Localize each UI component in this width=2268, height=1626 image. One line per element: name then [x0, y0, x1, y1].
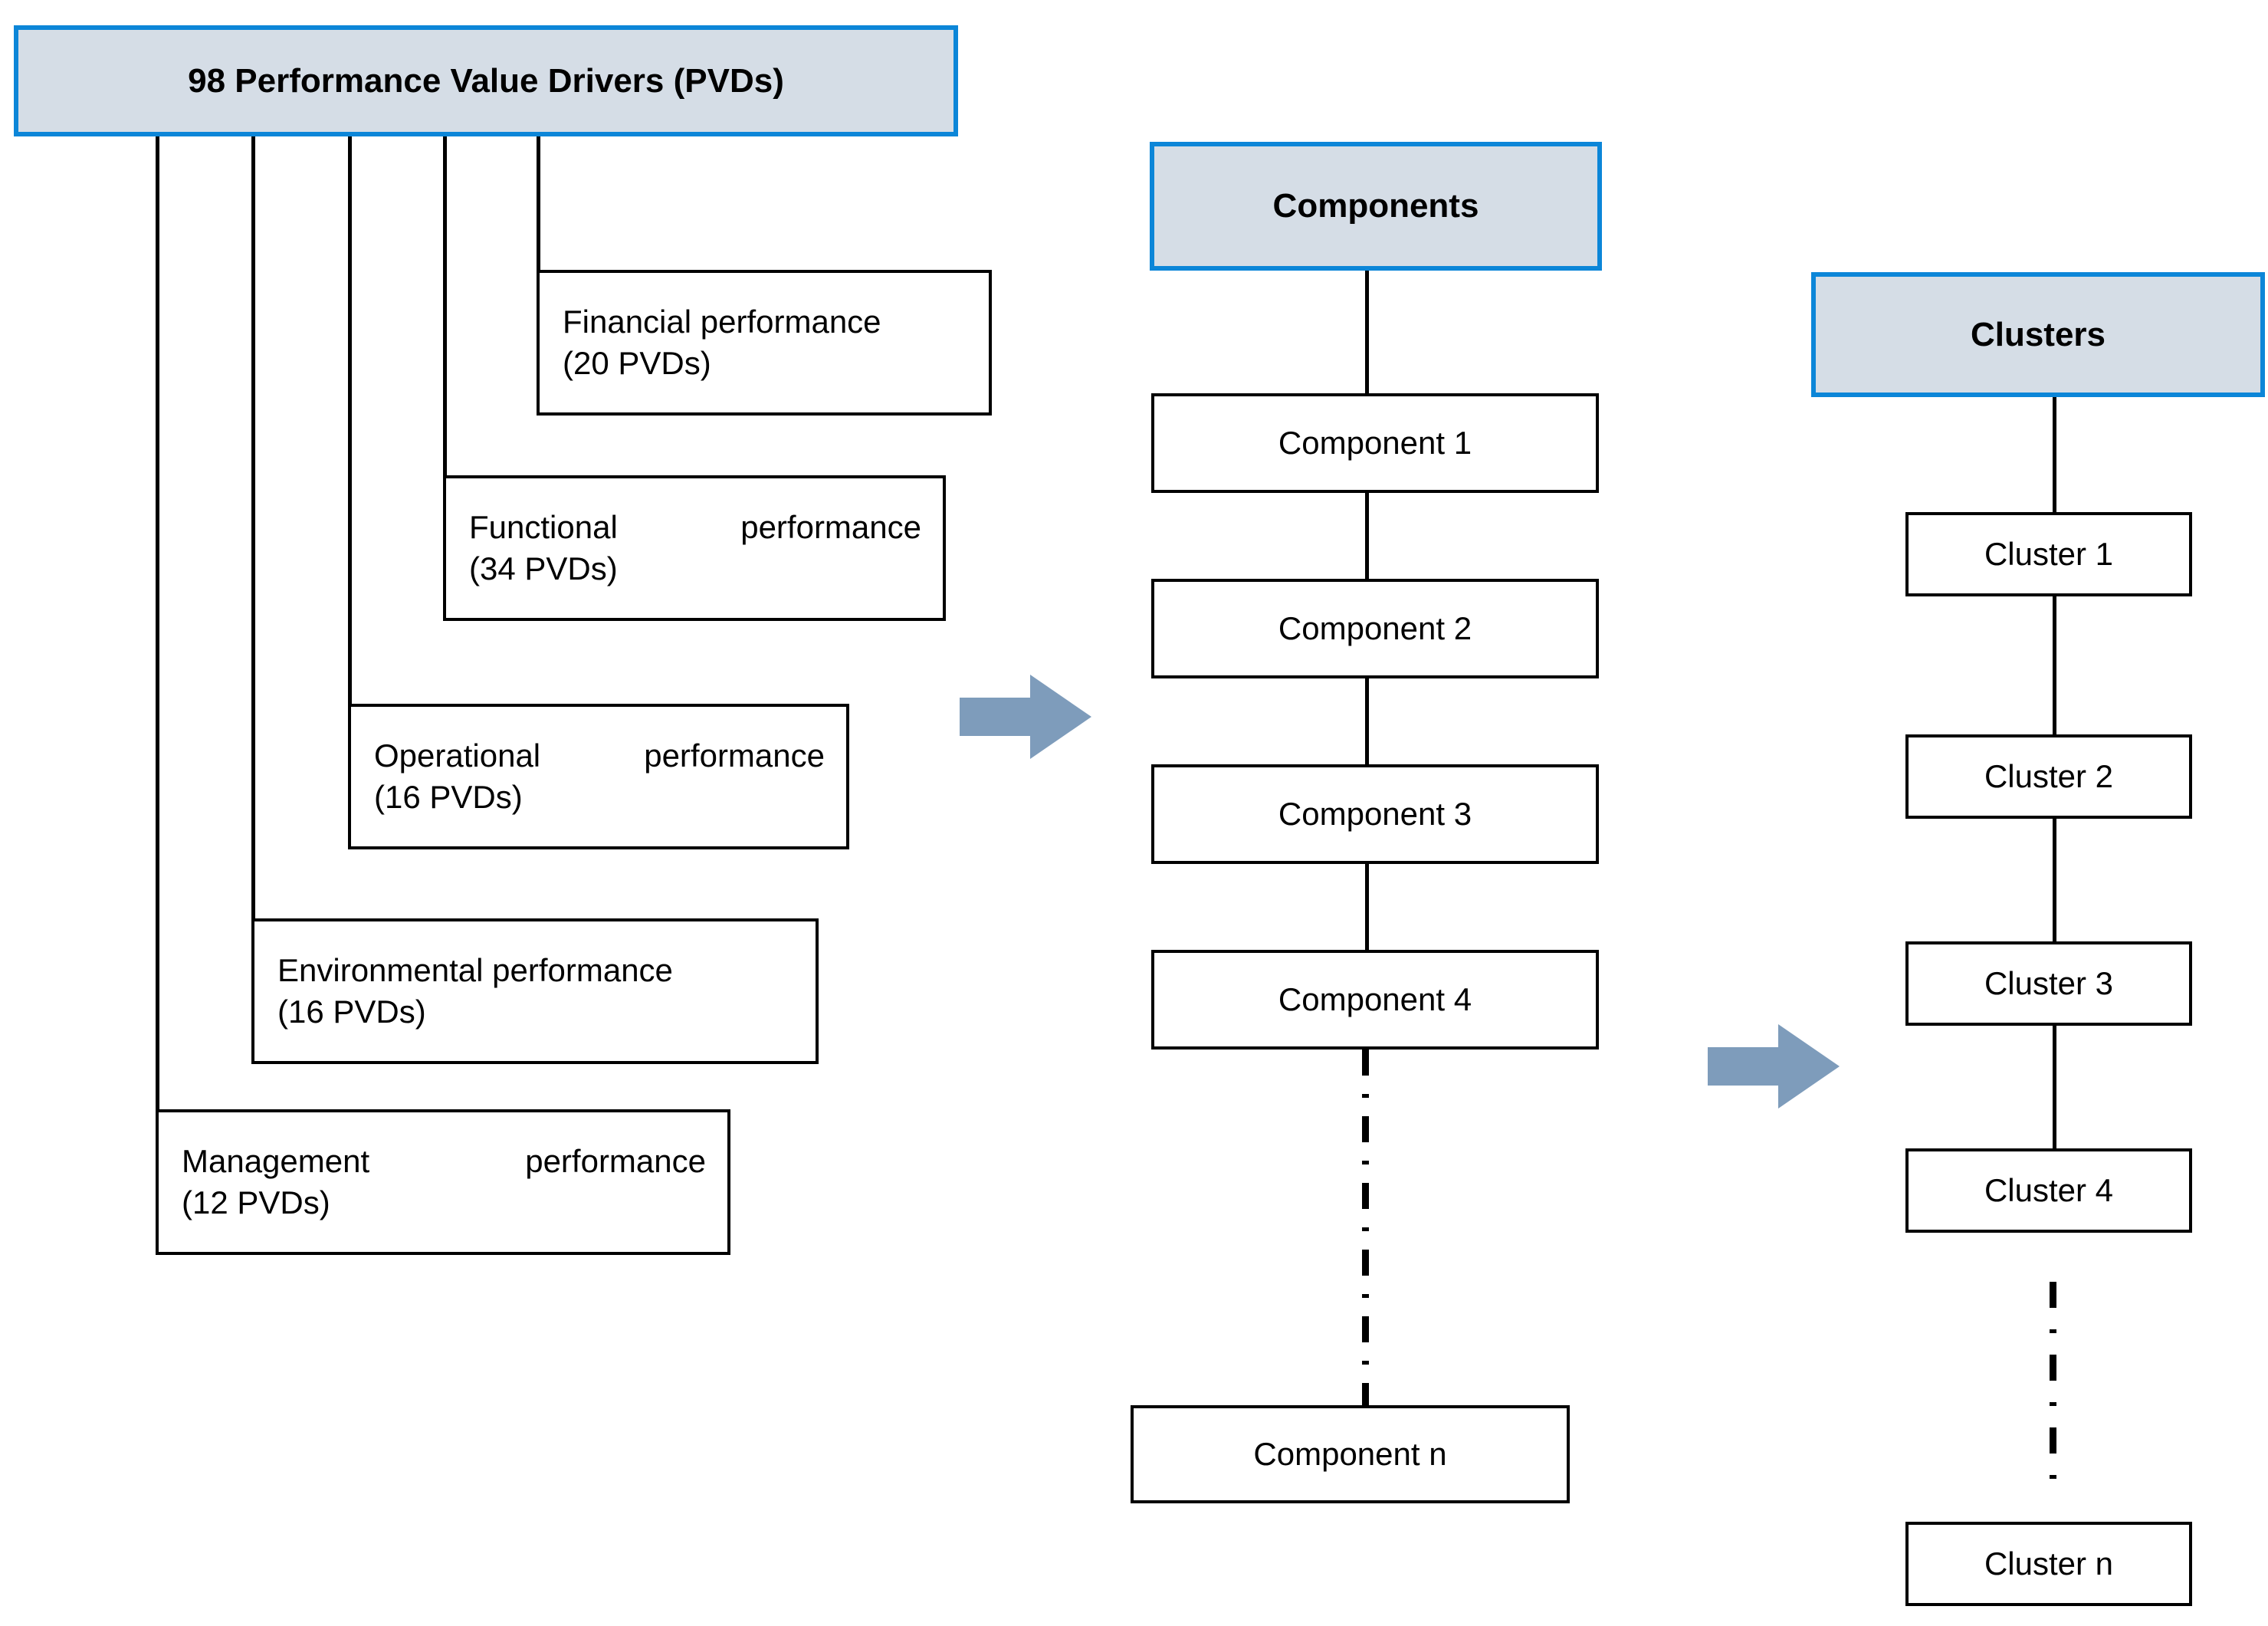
clusters-header-box: Clusters — [1811, 272, 2265, 397]
cluster-label: Cluster 3 — [1984, 965, 2114, 1001]
pvd-category-count: (12 PVDs) — [182, 1184, 330, 1220]
component-label: Component 4 — [1278, 981, 1472, 1017]
cluster-box-4: Cluster 4 — [1905, 1148, 2192, 1233]
pvd-category-count: (20 PVDs) — [563, 345, 711, 381]
cluster-label: Cluster 2 — [1984, 758, 2114, 794]
cluster-box-3: Cluster 3 — [1905, 941, 2192, 1026]
components-header-label: Components — [1272, 187, 1479, 225]
connector-cluster-4-to-n-dashdot — [2050, 1282, 2056, 1499]
arrow-components-to-clusters-icon — [1708, 1024, 1840, 1109]
component-box-3: Component 3 — [1151, 764, 1599, 864]
connector-cluster-1-to-2 — [2053, 594, 2056, 738]
clusters-header-label: Clusters — [1970, 315, 2106, 353]
pvd-category-functional: Functional performance (34 PVDs) — [443, 475, 946, 621]
pvd-category-operational: Operational performance (16 PVDs) — [348, 704, 849, 849]
pvd-category-management: Management performance (12 PVDs) — [156, 1109, 730, 1255]
component-label: Component 3 — [1278, 796, 1472, 832]
pvd-category-label-tail: performance — [644, 737, 825, 774]
cluster-box-1: Cluster 1 — [1905, 512, 2192, 596]
connector-cluster-3-to-4 — [2053, 1023, 2056, 1150]
pvd-category-label: Financial performance — [563, 304, 881, 340]
connector-pvd-operational — [348, 136, 352, 705]
pvd-category-environmental: Environmental performance (16 PVDs) — [251, 918, 819, 1064]
connector-pvd-financial — [537, 136, 540, 271]
connector-component-4-to-n-dashdot — [1362, 1050, 1369, 1405]
component-box-4: Component 4 — [1151, 950, 1599, 1050]
pvd-category-label-tail: performance — [525, 1143, 706, 1180]
pvd-category-count: (34 PVDs) — [469, 550, 618, 586]
pvd-category-financial: Financial performance (20 PVDs) — [537, 270, 992, 416]
connector-component-2-to-3 — [1365, 676, 1369, 767]
connector-component-3-to-4 — [1365, 862, 1369, 953]
cluster-label: Cluster 4 — [1984, 1172, 2114, 1208]
component-label: Component n — [1253, 1436, 1447, 1472]
cluster-box-n: Cluster n — [1905, 1522, 2192, 1606]
pvd-header-label: 98 Performance Value Drivers (PVDs) — [188, 61, 784, 100]
connector-components-header-to-1 — [1365, 271, 1369, 395]
component-box-n: Component n — [1131, 1405, 1570, 1503]
connector-pvd-environmental — [251, 136, 255, 920]
pvd-category-label: Operational — [374, 737, 541, 774]
cluster-label: Cluster n — [1984, 1546, 2114, 1582]
component-label: Component 2 — [1278, 610, 1472, 646]
connector-pvd-management — [156, 136, 159, 1111]
pvd-header-box: 98 Performance Value Drivers (PVDs) — [14, 25, 958, 136]
cluster-label: Cluster 1 — [1984, 536, 2114, 572]
connector-pvd-functional — [443, 136, 447, 477]
pvd-category-label-tail: performance — [740, 509, 921, 546]
component-box-1: Component 1 — [1151, 393, 1599, 493]
components-header-box: Components — [1150, 142, 1602, 271]
connector-clusters-header-to-1 — [2053, 397, 2056, 516]
cluster-box-2: Cluster 2 — [1905, 734, 2192, 819]
connector-component-1-to-2 — [1365, 491, 1369, 582]
component-box-2: Component 2 — [1151, 579, 1599, 678]
arrow-pvd-to-components-icon — [960, 675, 1091, 759]
pvd-category-label: Environmental performance — [277, 952, 673, 989]
component-label: Component 1 — [1278, 425, 1472, 461]
pvd-category-label: Management — [182, 1143, 370, 1180]
pvd-category-count: (16 PVDs) — [277, 994, 426, 1030]
connector-cluster-2-to-3 — [2053, 816, 2056, 976]
pvd-category-label: Functional — [469, 509, 618, 546]
pvd-category-count: (16 PVDs) — [374, 779, 523, 815]
